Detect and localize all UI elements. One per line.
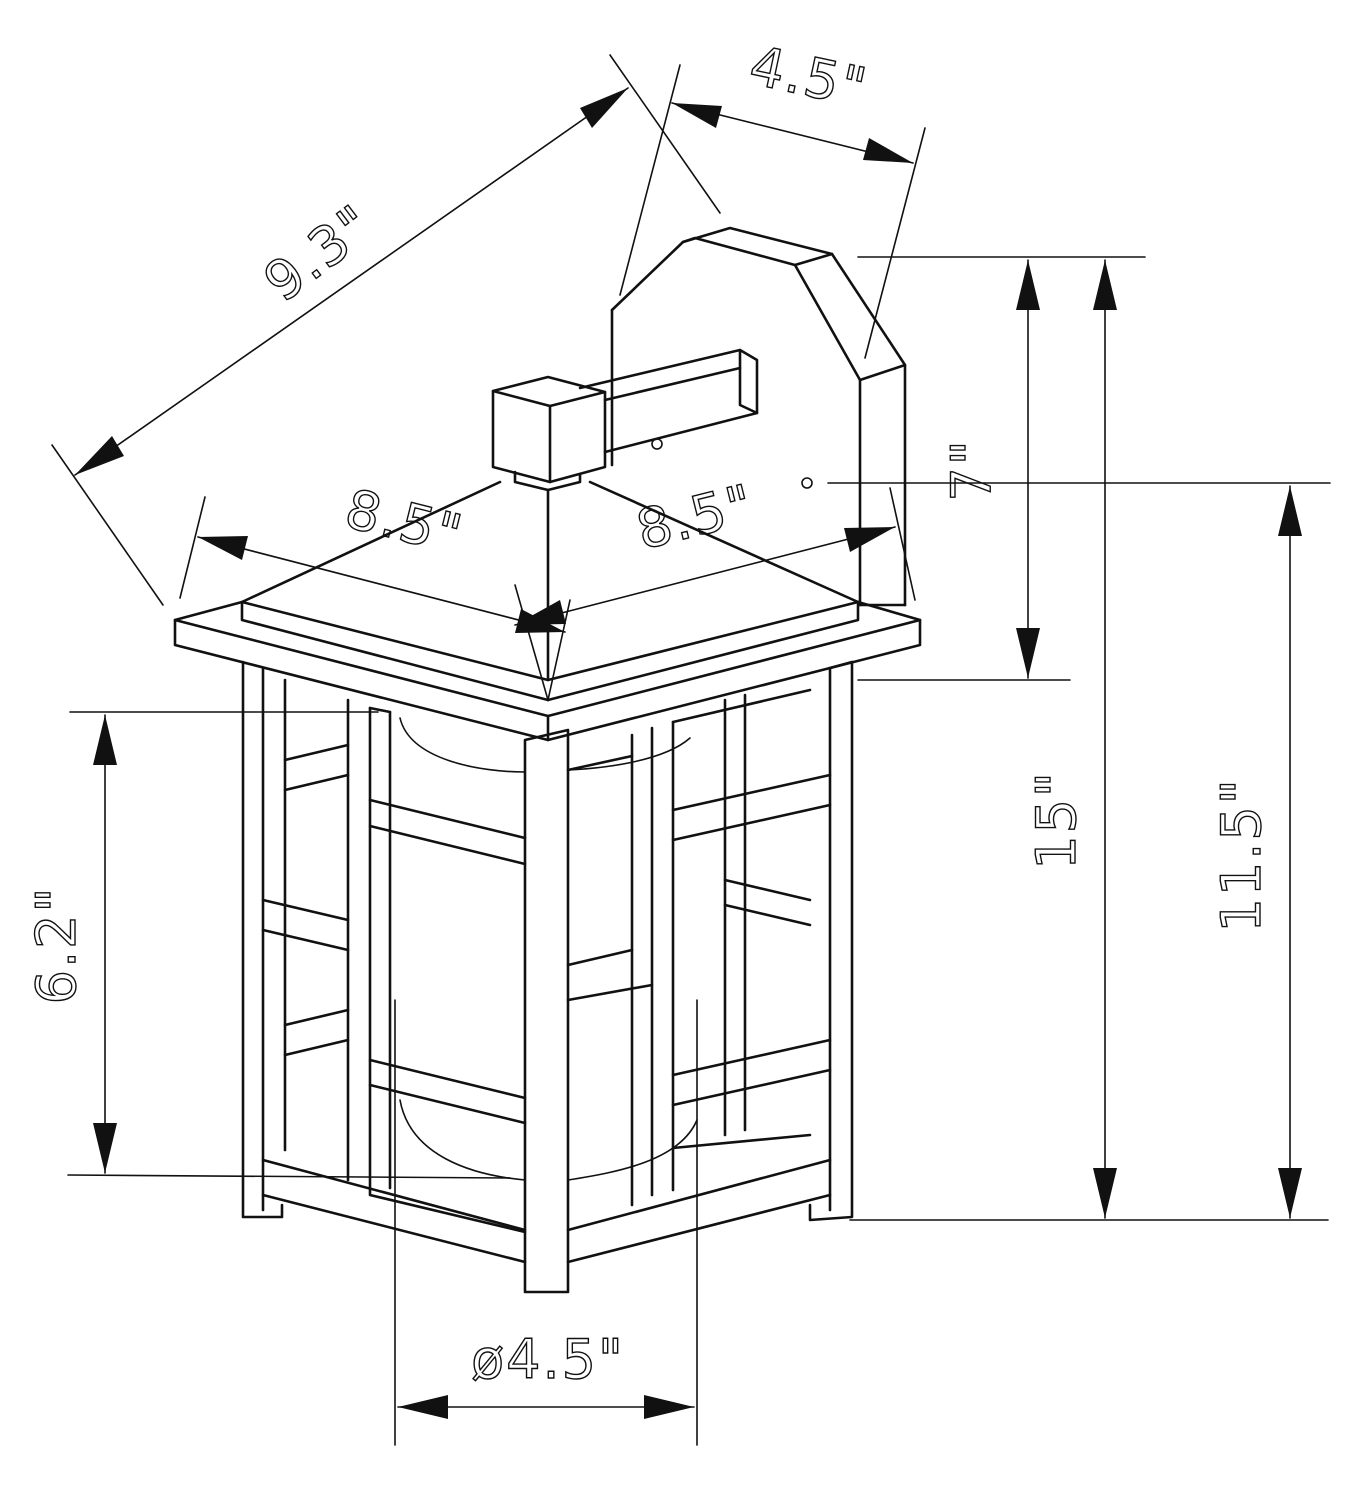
label-overall-height: 15" bbox=[1025, 770, 1088, 870]
label-diagonal-depth: 9.3" bbox=[253, 192, 386, 314]
mounting-arm bbox=[578, 348, 759, 454]
dimension-roof-left: 8.5" bbox=[179, 476, 566, 701]
lantern-roof bbox=[173, 480, 922, 742]
wall-backplate bbox=[610, 226, 907, 607]
label-glass-height: 6.2" bbox=[25, 886, 88, 1005]
dimension-backplate-height: 7" bbox=[857, 256, 1146, 681]
dimension-backplate-width: 4.5" bbox=[619, 33, 926, 359]
label-body-height: 11.5" bbox=[1210, 777, 1273, 932]
dimension-glass-diameter: ø4.5" bbox=[394, 999, 698, 1446]
dimension-roof-right: 8.5" bbox=[514, 471, 916, 701]
label-glass-diameter: ø4.5" bbox=[471, 1328, 625, 1391]
dimension-overall-height: 15" bbox=[849, 259, 1329, 1221]
lantern-left-face bbox=[241, 660, 570, 1294]
lantern-right-face bbox=[566, 660, 854, 1264]
mount-block bbox=[491, 375, 607, 492]
label-backplate-width: 4.5" bbox=[744, 34, 873, 120]
label-backplate-height: 7" bbox=[940, 438, 1003, 501]
dimension-body-height: 11.5" bbox=[827, 482, 1331, 1219]
label-roof-left: 8.5" bbox=[339, 477, 469, 567]
dimension-glass-height: 6.2" bbox=[24, 711, 511, 1179]
